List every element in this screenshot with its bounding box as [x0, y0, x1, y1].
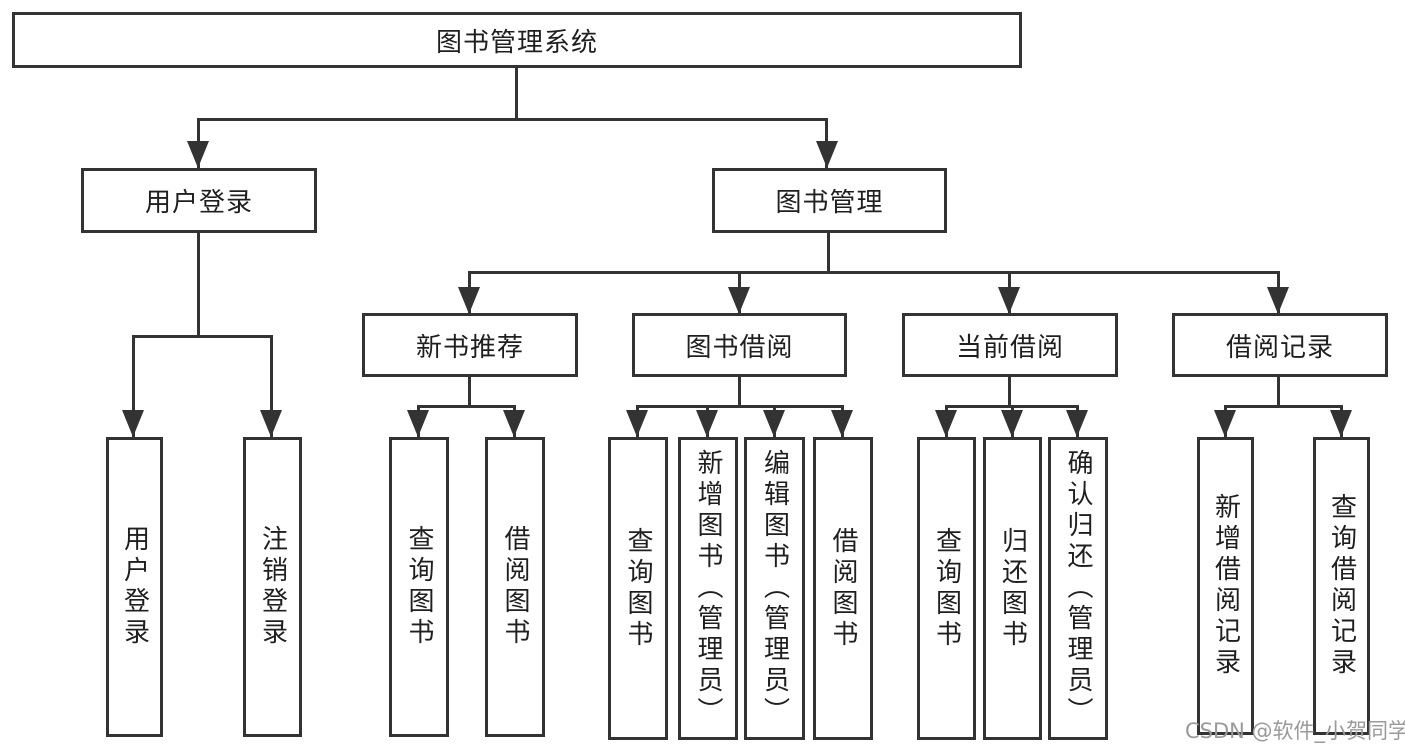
leaf-query-books-2: 查询图书: [608, 437, 668, 740]
node-book-management: 图书管理: [712, 168, 947, 233]
connector-to-leaf-logout: [270, 335, 273, 437]
connector-book-borrow-split: [636, 405, 843, 408]
leaf-edit-books-admin: 编辑图书（管理员）: [744, 437, 805, 740]
csdn-watermark: CSDN @软件_小贺同学: [1185, 719, 1405, 743]
node-new-book-recommend: 新书推荐: [362, 313, 578, 377]
arrowhead-to-query-record-icon: [1330, 410, 1352, 437]
node-user-login-label: 用户登录: [144, 188, 253, 218]
leaf-query-borrow-record-label: 查询借阅记录: [1326, 493, 1357, 679]
connector-new-book-split: [417, 405, 515, 408]
connector-to-leaf-login: [132, 335, 135, 437]
arrowhead-to-book-borrow-icon: [728, 287, 750, 314]
leaf-return-books: 归还图书: [983, 437, 1042, 740]
node-root: 图书管理系统: [12, 12, 1022, 68]
arrowhead-to-user-login-icon: [187, 141, 209, 168]
node-borrow-records-label: 借阅记录: [1225, 332, 1334, 363]
connector-level3-split: [468, 271, 1280, 274]
node-book-borrow: 图书借阅: [632, 313, 847, 377]
connector-user-login-split: [132, 335, 273, 338]
leaf-logout-login: 注销登录: [243, 437, 302, 737]
leaf-query-books-1: 查询图书: [389, 437, 449, 737]
leaf-user-login: 用户登录: [106, 437, 163, 737]
arrowhead-to-add-record-icon: [1214, 410, 1236, 437]
leaf-query-books-3-label: 查询图书: [931, 526, 962, 651]
arrowhead-to-borrow-books-2-icon: [831, 410, 853, 437]
arrowhead-to-edit-books-icon: [763, 410, 785, 437]
arrowhead-to-current-borrow-icon: [998, 287, 1020, 314]
node-current-borrow: 当前借阅: [902, 313, 1118, 377]
arrowhead-to-borrow-books-1-icon: [503, 410, 525, 437]
leaf-borrow-books-1: 借阅图书: [485, 437, 545, 737]
leaf-return-books-label: 归还图书: [997, 526, 1028, 651]
node-current-borrow-label: 当前借阅: [955, 332, 1064, 363]
node-borrow-records: 借阅记录: [1172, 313, 1388, 377]
arrowhead-to-borrow-records-icon: [1267, 287, 1289, 314]
arrowhead-to-leaf-login-icon: [122, 410, 144, 437]
connector-root-stem: [515, 68, 518, 121]
leaf-query-borrow-record: 查询借阅记录: [1313, 437, 1370, 735]
leaf-add-borrow-record: 新增借阅记录: [1197, 437, 1254, 735]
leaf-add-books-admin: 新增图书（管理员）: [678, 437, 738, 740]
leaf-confirm-return-admin: 确认归还（管理员）: [1048, 437, 1108, 740]
arrowhead-to-query-books-2-icon: [626, 410, 648, 437]
node-root-label: 图书管理系统: [435, 27, 598, 58]
node-book-borrow-label: 图书借阅: [685, 332, 794, 363]
connector-user-login-stem: [197, 233, 200, 337]
connector-book-borrow-stem: [738, 377, 741, 407]
connector-current-borrow-stem: [1008, 377, 1011, 407]
leaf-add-books-admin-label: 新增图书（管理员）: [693, 449, 723, 728]
arrowhead-to-book-management-icon: [816, 141, 838, 168]
arrowhead-to-query-books-1-icon: [407, 410, 429, 437]
leaf-user-login-label: 用户登录: [119, 525, 150, 649]
leaf-confirm-return-admin-label: 确认归还（管理员）: [1063, 449, 1093, 728]
leaf-add-borrow-record-label: 新增借阅记录: [1210, 493, 1241, 679]
connector-book-management-stem: [827, 233, 830, 274]
arrowhead-to-confirm-return-icon: [1066, 410, 1088, 437]
arrowhead-to-new-book-icon: [458, 287, 480, 314]
leaf-query-books-3: 查询图书: [917, 437, 976, 740]
connector-borrow-records-stem: [1277, 377, 1280, 407]
connector-borrow-records-split: [1224, 405, 1342, 408]
leaf-logout-login-label: 注销登录: [257, 525, 288, 649]
node-book-management-label: 图书管理: [775, 188, 884, 218]
connector-new-book-stem: [468, 377, 471, 407]
leaf-borrow-books-1-label: 借阅图书: [500, 525, 530, 649]
leaf-query-books-1-label: 查询图书: [404, 525, 434, 649]
arrowhead-to-leaf-logout-icon: [260, 410, 282, 437]
arrowhead-to-add-books-icon: [696, 410, 718, 437]
node-new-book-recommend-label: 新书推荐: [415, 332, 524, 363]
arrowhead-to-return-books-icon: [1001, 410, 1023, 437]
leaf-edit-books-admin-label: 编辑图书（管理员）: [759, 449, 790, 728]
connector-level2-split: [197, 118, 828, 121]
node-user-login: 用户登录: [81, 168, 317, 233]
leaf-borrow-books-2-label: 借阅图书: [828, 526, 858, 651]
leaf-borrow-books-2: 借阅图书: [813, 437, 873, 740]
arrowhead-to-query-books-3-icon: [935, 410, 957, 437]
leaf-query-books-2-label: 查询图书: [623, 526, 653, 651]
